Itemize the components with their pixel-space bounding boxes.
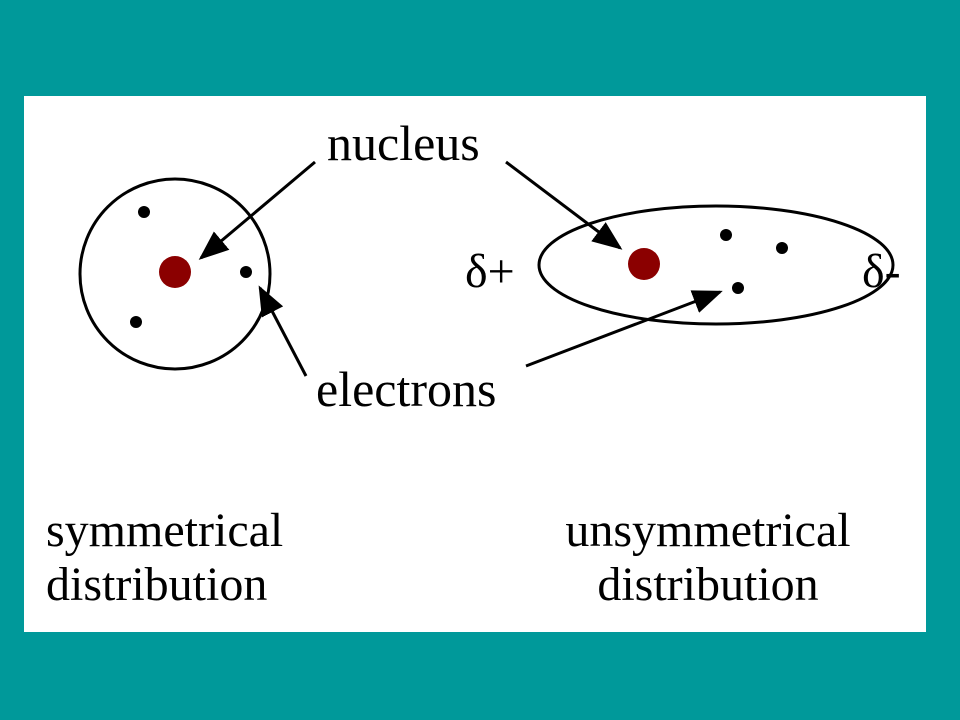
unsymmetrical-caption: unsymmetrical distribution <box>532 504 884 612</box>
unsymmetrical-caption-line2: distribution <box>597 557 819 611</box>
nucleus-arrow-right <box>505 160 623 250</box>
symmetrical-electron-2 <box>240 266 252 278</box>
unsymmetrical-electron-1 <box>720 229 732 241</box>
electron-arrow-left <box>258 285 308 377</box>
unsymmetrical-atom-outline <box>537 204 895 326</box>
symmetrical-caption-line1: symmetrical <box>46 504 284 557</box>
symmetrical-electron-3 <box>130 316 142 328</box>
diagram-canvas <box>78 160 895 377</box>
symmetrical-electron-1 <box>138 206 150 218</box>
delta-minus-label: δ- <box>862 245 901 298</box>
electrons-label: electrons <box>316 361 497 417</box>
symmetrical-caption: symmetrical distribution <box>46 504 283 612</box>
symmetrical-nucleus <box>159 256 191 288</box>
delta-plus-label: δ+ <box>465 245 515 298</box>
electron-arrow-right <box>525 290 723 368</box>
symmetrical-caption-line2: distribution <box>46 557 268 611</box>
unsymmetrical-caption-line1: unsymmetrical <box>565 504 851 557</box>
nucleus-label: nucleus <box>327 115 480 171</box>
unsymmetrical-electron-3 <box>732 282 744 294</box>
diagram-panel: nucleus electrons δ+ δ- symmetrical dist… <box>24 96 926 632</box>
symmetrical-atom-outline <box>78 177 272 371</box>
unsymmetrical-nucleus <box>628 248 660 280</box>
unsymmetrical-electron-2 <box>776 242 788 254</box>
nucleus-arrow-left <box>198 160 316 260</box>
